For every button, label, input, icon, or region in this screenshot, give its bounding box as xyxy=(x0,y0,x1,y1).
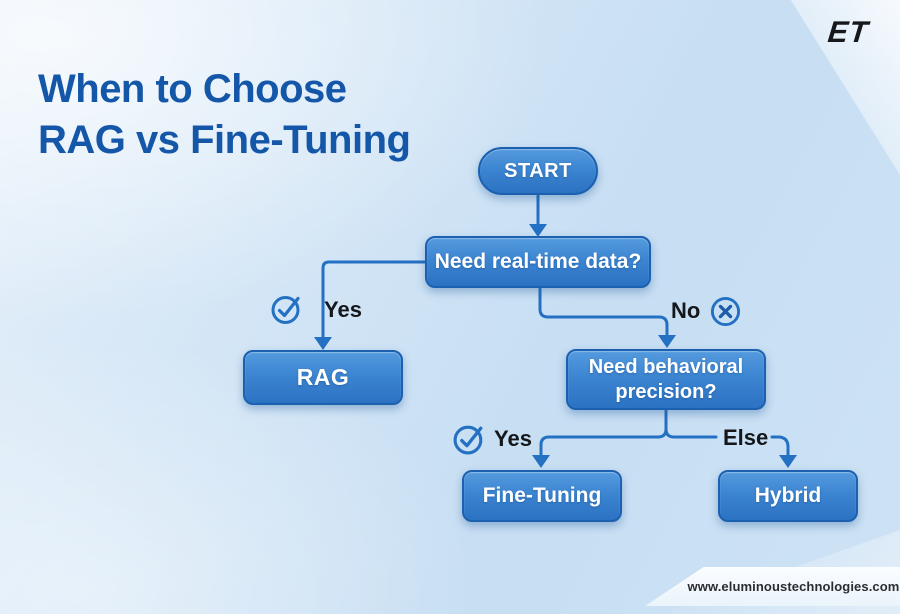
arrowhead-to-rag xyxy=(314,337,332,350)
check-circle-icon xyxy=(452,421,487,457)
arrowhead-to-behavioral xyxy=(658,335,676,348)
check-circle-icon xyxy=(270,292,304,326)
footer-website-url: www.eluminoustechnologies.com xyxy=(687,579,900,594)
edge-label-else: Else xyxy=(723,425,769,450)
flow-node-hybrid: Hybrid xyxy=(718,470,858,522)
flow-node-behavioral-question: Need behavioral precision? xyxy=(566,349,766,410)
flow-node-rag: RAG xyxy=(243,350,403,405)
edge-label-no: No xyxy=(671,298,701,323)
flow-node-realtime-question: Need real-time data? xyxy=(425,236,651,288)
title-line-1: When to Choose xyxy=(38,67,347,111)
flow-node-fine-tuning: Fine-Tuning xyxy=(462,470,622,522)
edge-behavioral-to-finetuning xyxy=(539,409,668,457)
arrowhead-to-hybrid xyxy=(779,455,797,468)
edge-realtime-to-behavioral xyxy=(538,287,669,337)
arrowhead-to-finetuning xyxy=(532,455,550,468)
edge-label-yes-2: Yes xyxy=(494,426,532,451)
footer-band: www.eluminoustechnologies.com xyxy=(645,567,900,606)
x-circle-icon xyxy=(709,295,742,328)
flow-node-start: START xyxy=(478,147,598,195)
edge-label-yes: Yes xyxy=(324,297,362,322)
title-line-2: RAG vs Fine-Tuning xyxy=(38,118,411,163)
brand-logo: ET xyxy=(826,16,871,49)
